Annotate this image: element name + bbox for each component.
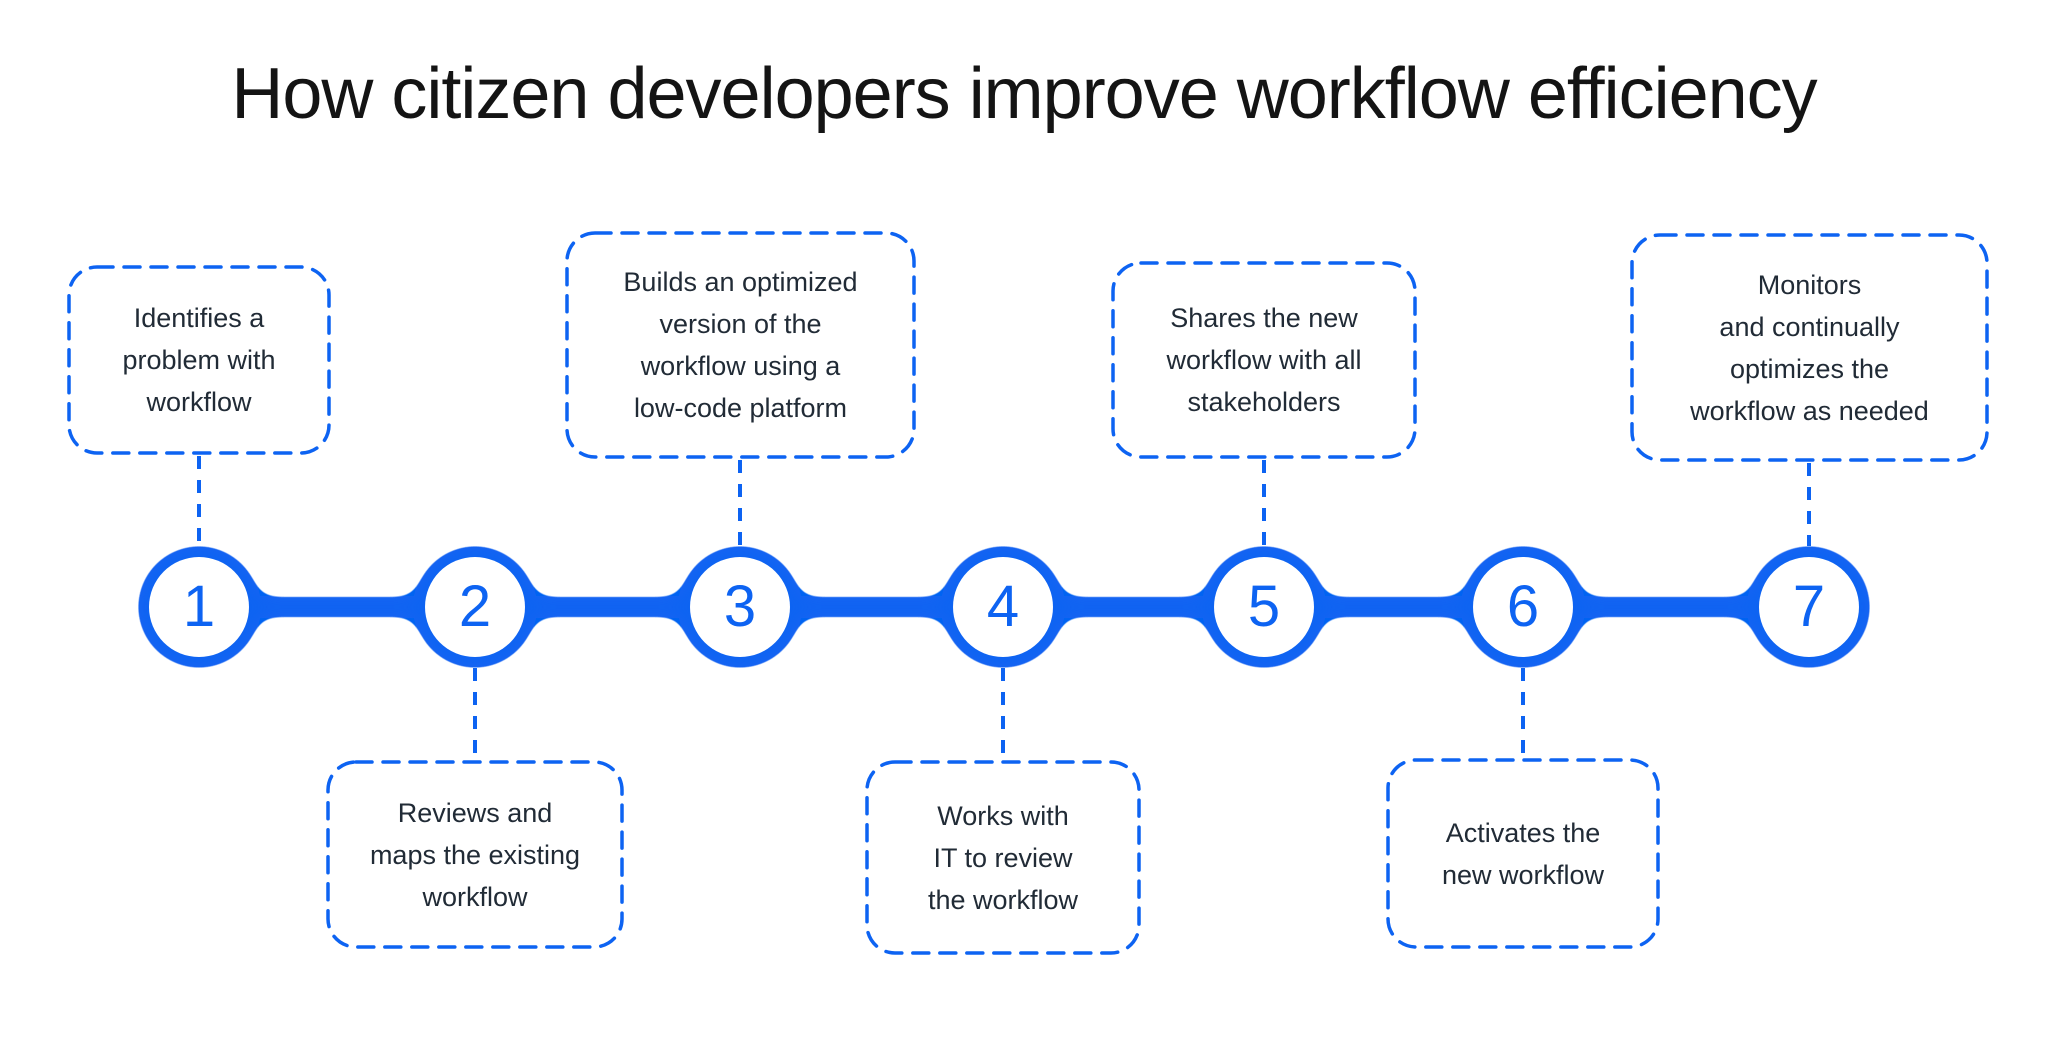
step-box-4: Works with IT to review the workflow	[927, 800, 1079, 915]
timeline-node-7	[1759, 557, 1859, 657]
step-box-outline-7	[1630, 233, 1989, 462]
step-number-6: 6	[1506, 574, 1540, 639]
step-number-2: 2	[458, 574, 492, 639]
step-number-4: 4	[986, 574, 1020, 639]
step-box-outline-6	[1386, 758, 1660, 949]
page-title: How citizen developers improve workflow …	[231, 54, 1817, 134]
step-number-1: 1	[182, 574, 216, 639]
step-box-2: Reviews and maps the existing workflow	[369, 797, 581, 912]
step-box-5: Shares the new workflow with all stakeho…	[1166, 303, 1362, 417]
step-box-outline-4	[865, 760, 1141, 955]
step-number-5: 5	[1247, 574, 1281, 639]
step-number-7: 7	[1792, 574, 1826, 639]
timeline-node-2	[425, 557, 525, 657]
timeline-node-1	[149, 557, 249, 657]
timeline-node-5	[1214, 557, 1314, 657]
step-box-6: Activates the new workflow	[1441, 817, 1605, 890]
step-box-outline-2	[326, 760, 624, 949]
step-box-1: Identifies a problem with workflow	[122, 303, 276, 417]
step-box-outline-5	[1111, 261, 1417, 459]
step-number-3: 3	[723, 574, 757, 639]
step-box-7: Monitors and continually optimizes the w…	[1690, 269, 1929, 426]
step-box-3: Builds an optimized version of the workf…	[623, 267, 858, 423]
step-box-outline-1	[67, 265, 331, 455]
timeline-node-6	[1473, 557, 1573, 657]
step-box-outline-3	[565, 231, 916, 459]
timeline-node-3	[690, 557, 790, 657]
timeline-node-4	[953, 557, 1053, 657]
